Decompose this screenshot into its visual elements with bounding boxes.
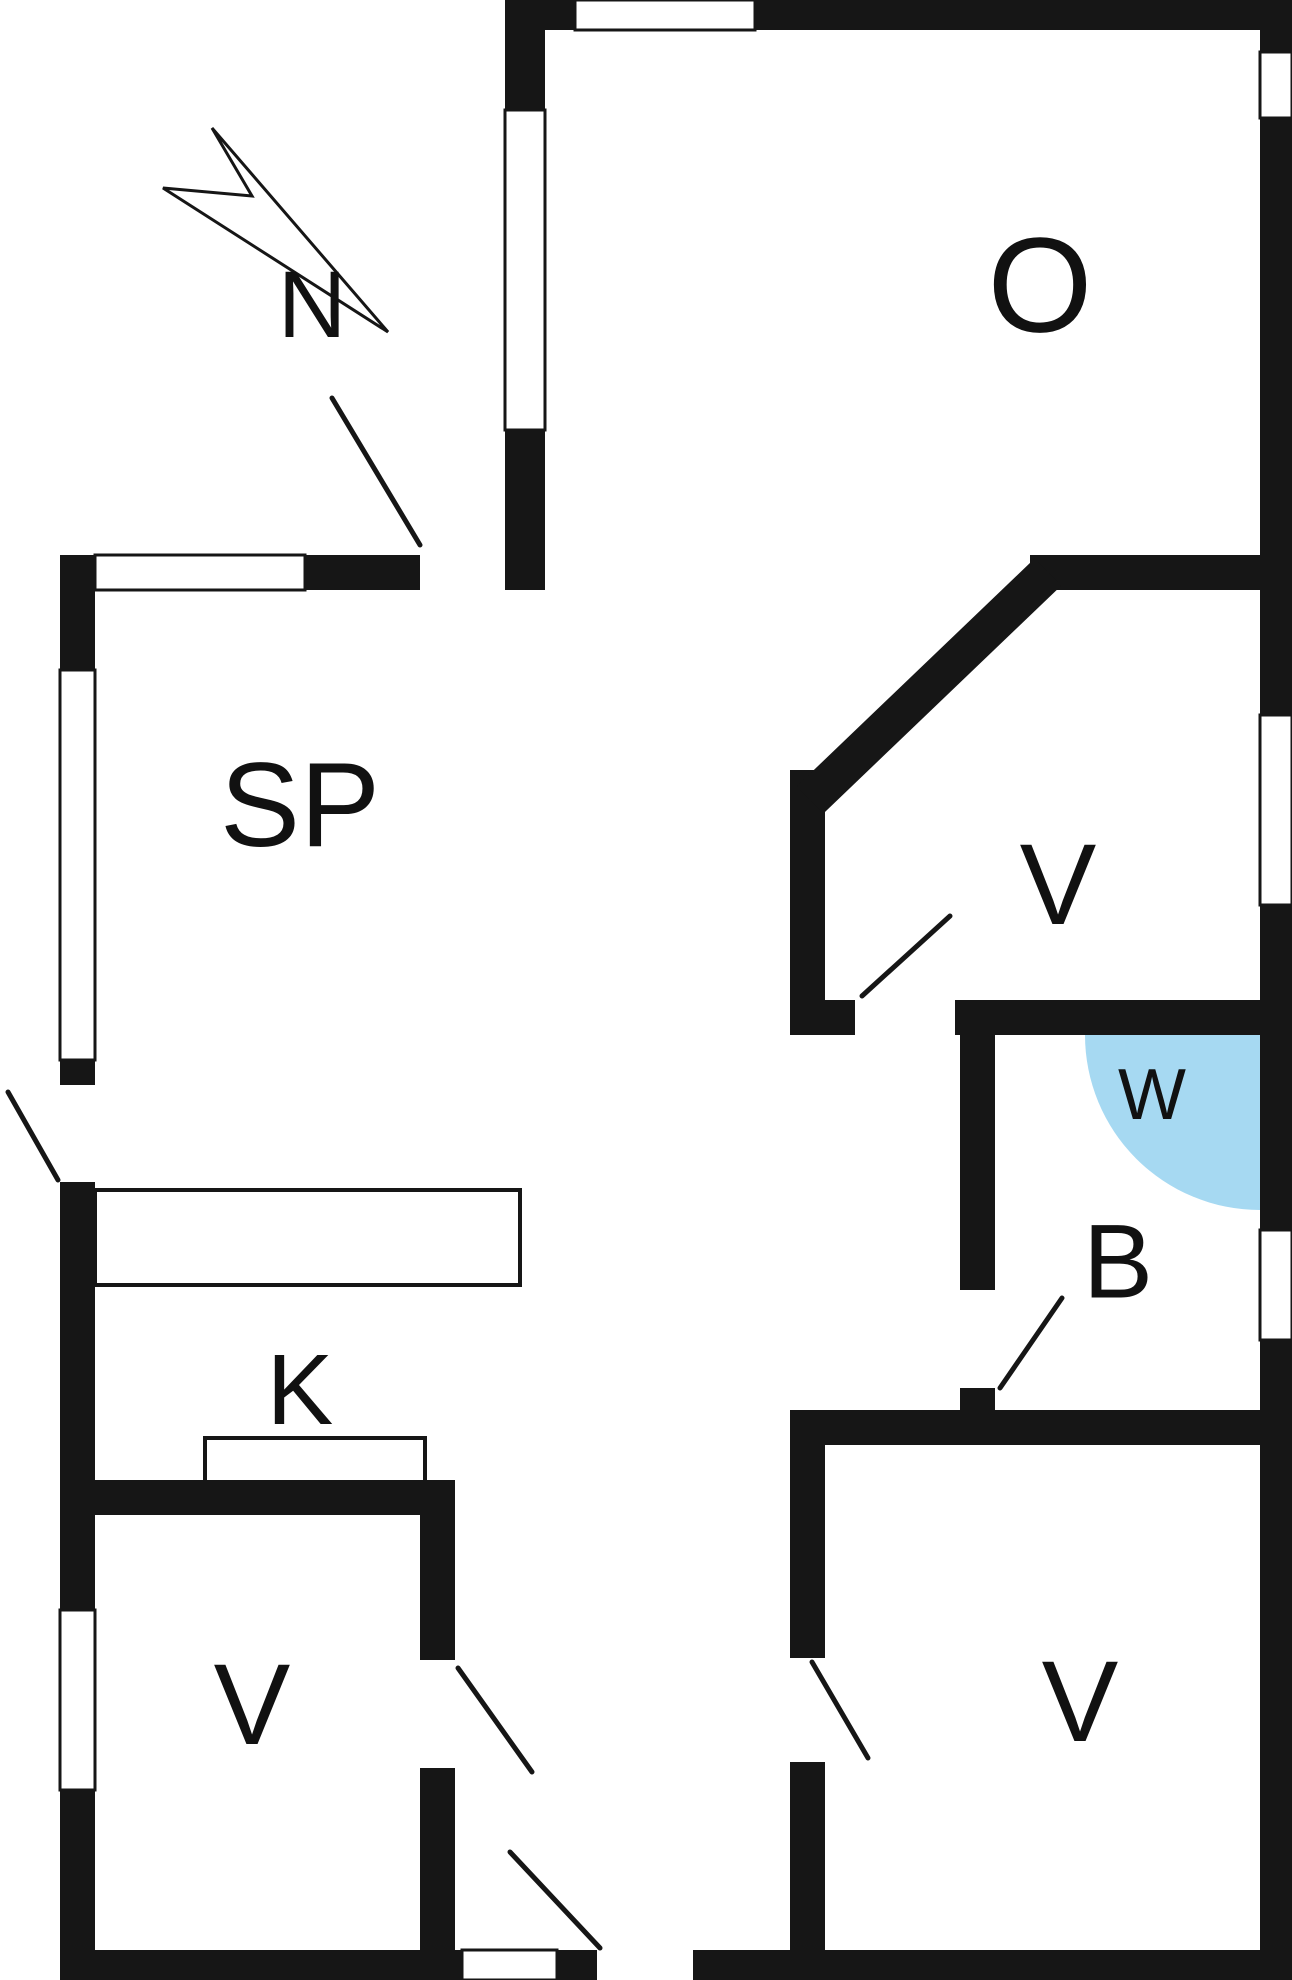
bedroom-mid-door-gap: [855, 998, 955, 1037]
room-label-bedroom-mid: V: [1020, 821, 1097, 949]
side-entrance-gap: [58, 1085, 97, 1182]
bath-door-gap: [958, 1290, 997, 1388]
window-bottom-hall: [460, 1948, 559, 1980]
bath-door-leaf: [997, 1295, 1065, 1391]
bedroom-mid-top-wall: [1030, 555, 1292, 590]
kitchen-counter-small: [203, 1436, 427, 1484]
bedroom-left-top-wall: [60, 1480, 455, 1515]
room-label-bedroom-left: V: [214, 1641, 291, 1769]
bedroom-mid-door-leaf: [859, 913, 953, 999]
window-sp-top: [93, 553, 307, 592]
room-label-bedroom-right: V: [1042, 1638, 1119, 1766]
bedroom-right-door-leaf: [809, 1659, 871, 1761]
label-shower: W: [1118, 1055, 1186, 1135]
window-right-bedroom-mid: [1258, 713, 1292, 907]
window-living-left: [503, 108, 547, 432]
hall-upper-wall: [790, 770, 825, 1035]
right-exterior-wall: [1260, 0, 1292, 1980]
window-top: [573, 0, 757, 32]
north-arrow-icon: [162, 127, 390, 334]
room-label-living: O: [987, 210, 1092, 361]
main-entrance-gap: [597, 1948, 693, 1980]
bedroom-mid-diagonal-wall: [796, 558, 1062, 814]
shower-corner: [1085, 1035, 1260, 1210]
window-right-upper: [1258, 50, 1292, 120]
room-label-sp: SP: [220, 738, 380, 872]
main-entrance-door-leaf: [507, 1849, 603, 1951]
room-label-bath: B: [1083, 1204, 1153, 1321]
kitchen-counter-long: [93, 1188, 522, 1287]
bath-bottom-wall: [790, 1410, 1292, 1445]
side-entrance-door-leaf: [5, 1089, 61, 1183]
label-north: N: [278, 252, 347, 358]
window-left-bedroom: [58, 1608, 97, 1792]
entry-to-sp-door-leaf: [329, 395, 423, 548]
bedroom-left-door-gap: [418, 1660, 457, 1768]
bedroom-left-door-leaf: [455, 1665, 535, 1775]
window-left-sp: [58, 668, 97, 1062]
window-right-bath: [1258, 1228, 1292, 1342]
room-label-kitchen: K: [267, 1334, 334, 1446]
